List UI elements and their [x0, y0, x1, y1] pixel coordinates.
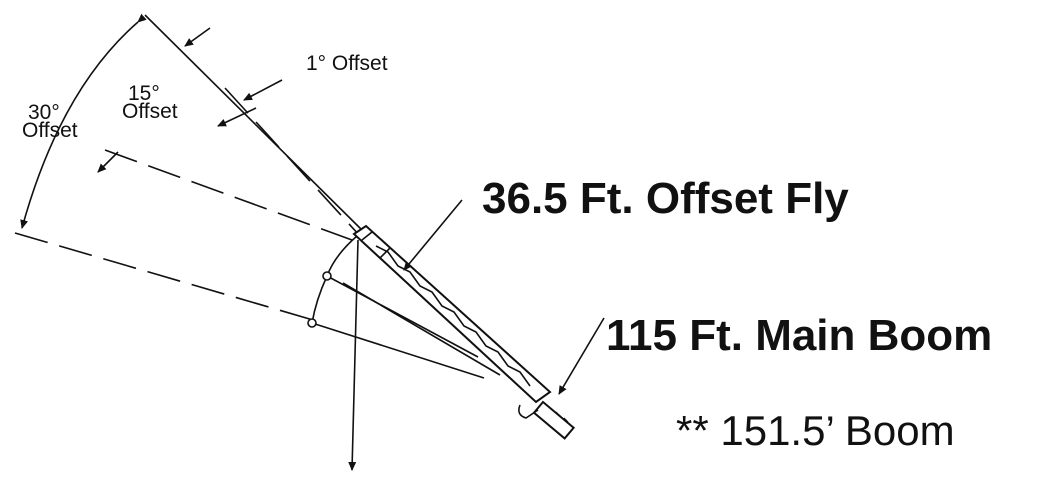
arrow-15-offset-bottom — [97, 151, 119, 173]
label-30-degree: 30° — [28, 101, 60, 124]
arc-30-offset — [20, 13, 147, 229]
lattice-boom — [352, 224, 552, 404]
offset-line-15-outer — [144, 14, 369, 237]
label-1-offset: 1° Offset — [306, 52, 388, 75]
leader-fly — [403, 199, 463, 271]
pin-lower — [307, 318, 317, 328]
offset-line-30 — [14, 232, 321, 323]
arrow-15-offset-top — [184, 27, 211, 47]
label-main-boom: 115 Ft. Main Boom — [606, 311, 992, 360]
fly-support-line-mid — [342, 282, 501, 376]
arrow-1-offset-top — [243, 79, 283, 101]
label-15-offset: Offset — [122, 100, 178, 123]
offset-line-1 — [224, 87, 361, 237]
leader-main-boom — [558, 317, 605, 395]
pin-upper — [322, 271, 332, 281]
label-total-boom: ** 151.5’ Boom — [676, 407, 955, 454]
arrow-1-offset-bottom — [217, 107, 257, 127]
label-15-degree: 15° — [128, 82, 160, 105]
fly-support-line-upper — [326, 275, 479, 358]
boom-butt — [518, 400, 576, 440]
offset-line-15 — [104, 149, 353, 241]
fly-support-line-lower — [311, 322, 485, 379]
hoist-line — [348, 239, 359, 471]
label-30-offset: Offset — [22, 119, 78, 142]
label-fly: 36.5 Ft. Offset Fly — [482, 174, 849, 223]
